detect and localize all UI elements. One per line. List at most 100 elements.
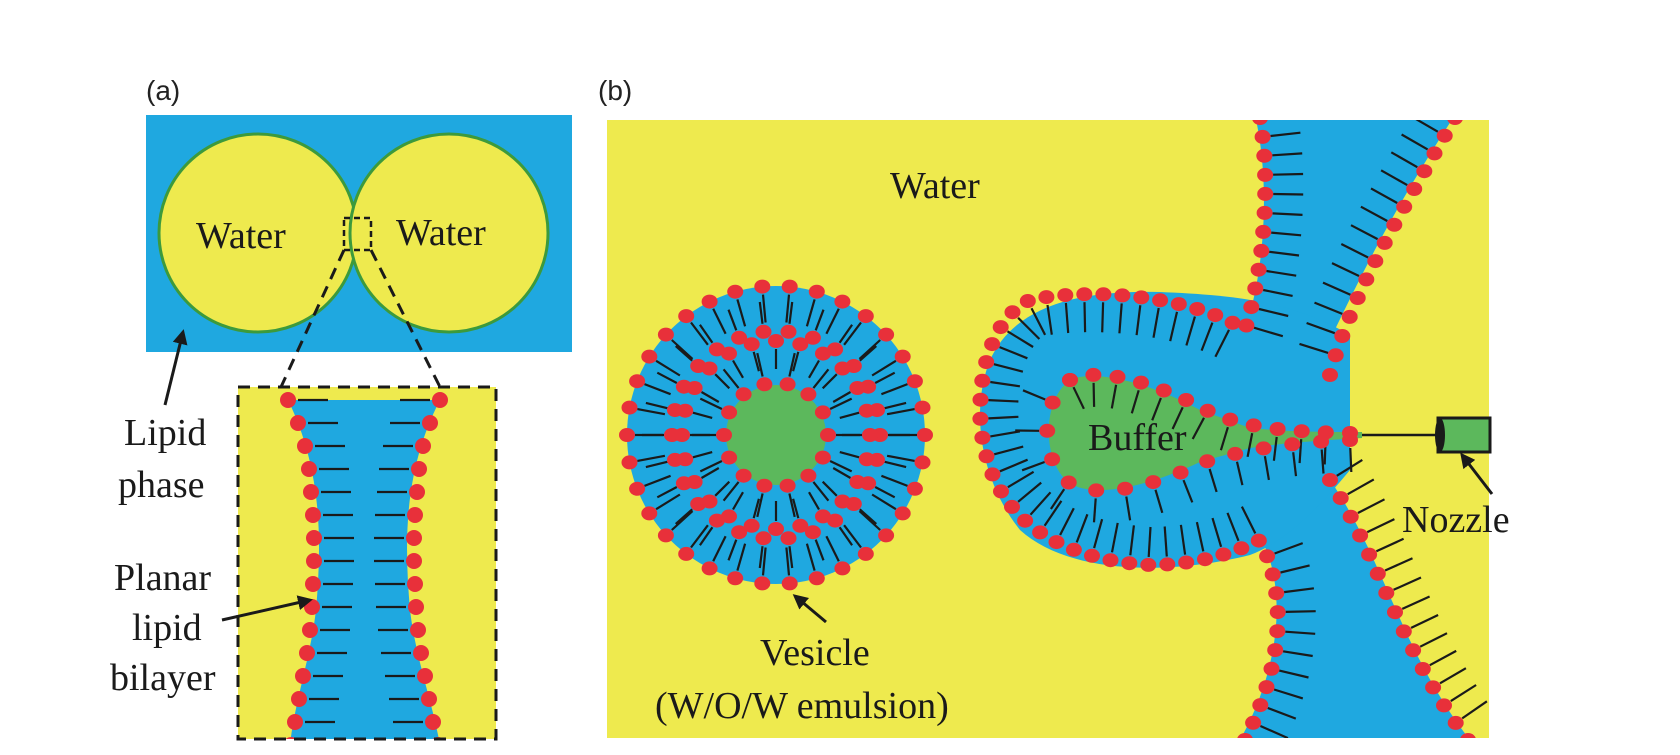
lipid-tail [1429, 649, 1457, 667]
lipid-tail [871, 359, 897, 377]
lipid-tail [752, 351, 760, 372]
lipid-head [1322, 368, 1338, 382]
lipid-head [721, 509, 737, 524]
lipid-tail [1152, 307, 1160, 338]
lipid-head [878, 528, 895, 543]
lipid-head [1247, 281, 1264, 296]
lipid-tail [1101, 302, 1105, 333]
lipid-tail [1151, 397, 1162, 421]
lipid-head [1245, 715, 1262, 730]
lipid-tail [1022, 389, 1046, 401]
lipid-head [1237, 733, 1253, 738]
lipid-head [305, 576, 321, 592]
zoom-region-box [342, 216, 373, 252]
lipid-tail [637, 454, 666, 462]
zoomed-bilayer [238, 387, 496, 739]
lipid-head [731, 525, 748, 540]
lipid-head [781, 279, 798, 294]
vesicle-label-2: (W/O/W emulsion) [655, 685, 949, 727]
lipid-head [917, 428, 933, 442]
lipid-head [858, 452, 875, 467]
lipid-tail [736, 543, 747, 571]
lipid-head [657, 528, 674, 543]
lipid-head [1199, 403, 1216, 418]
lipid-tail [858, 510, 881, 531]
lipid-head [1227, 446, 1244, 461]
lipid-head [701, 494, 718, 509]
lipid-tail [732, 359, 744, 379]
lipid-head [780, 324, 797, 339]
lipid-tail [1298, 439, 1303, 464]
lipid-head [1109, 369, 1126, 384]
lipid-head [792, 518, 809, 533]
zoom-line-right [369, 249, 442, 388]
lipid-head [1076, 287, 1093, 302]
lipid-tail [1017, 481, 1042, 503]
lipid-tail [832, 391, 852, 403]
lipid-tail [1093, 518, 1104, 549]
lipid-tail [1422, 99, 1448, 114]
lipid-tail [1340, 243, 1369, 259]
lipid-tail [1280, 564, 1310, 574]
lipid-tail [1272, 212, 1303, 216]
lipid-tail [1401, 595, 1431, 610]
lipid-head [1256, 148, 1273, 163]
lipid-tail [788, 352, 796, 377]
lipid-head [984, 337, 1001, 352]
lipid-head [834, 361, 851, 376]
planar-label-2: lipid [132, 607, 202, 649]
lipid-head [721, 450, 738, 465]
lipid-head [1189, 302, 1206, 316]
lipid-head [1145, 475, 1162, 490]
lipid-tail [1393, 576, 1422, 591]
lipid-head [629, 374, 646, 389]
lipid-head [1004, 305, 1021, 320]
lipid-tail [727, 539, 738, 561]
lipid-head [1088, 483, 1105, 498]
lipid-tail [788, 546, 794, 569]
lipid-head [621, 455, 638, 470]
lipid-head [305, 507, 321, 523]
lipid-tail [756, 493, 764, 518]
lipid-tail [1439, 667, 1467, 685]
lipid-head [731, 330, 748, 345]
lipid-tail [1182, 479, 1194, 503]
lipid-head [768, 522, 784, 536]
lipid-tail [1030, 307, 1047, 336]
lipid-head [906, 481, 923, 496]
lipid-head [858, 403, 875, 418]
lipid-head [834, 294, 851, 309]
lipid-head [1416, 164, 1433, 179]
lipid-head [1322, 473, 1338, 487]
lipid-tail [1064, 302, 1070, 334]
lipid-tail [758, 546, 764, 569]
lipid-head [677, 403, 694, 418]
lipid-tail [1419, 632, 1448, 648]
lipid-head [641, 506, 658, 521]
lipid-tail [1075, 513, 1089, 543]
lipid-head [1032, 525, 1049, 540]
lipid-tail [645, 401, 668, 410]
lipid-tail [758, 301, 764, 324]
lipid-tail [1214, 329, 1230, 358]
lipid-tail [859, 508, 878, 525]
lipid-tail [871, 493, 897, 511]
lipid-phase-label-1: Lipid [124, 412, 206, 454]
lipid-head [306, 553, 322, 569]
lipid-head [1243, 300, 1260, 315]
lipid-head [721, 405, 738, 420]
lipid-tail [1092, 498, 1097, 523]
lipid-head [291, 691, 307, 707]
lipid-head [1159, 557, 1176, 572]
lipid-tail [1169, 311, 1179, 342]
lipid-tail [886, 408, 915, 416]
lipid-head [1117, 481, 1134, 496]
lipid-tail [698, 526, 714, 546]
lipid-head [1102, 553, 1119, 568]
lipid-head [1447, 120, 1463, 125]
lipid-tail [1272, 436, 1278, 461]
lipid-tail [1331, 262, 1360, 277]
lipid-head [417, 668, 433, 684]
lipid-head [1257, 186, 1274, 201]
zoom-line-left [279, 249, 346, 388]
